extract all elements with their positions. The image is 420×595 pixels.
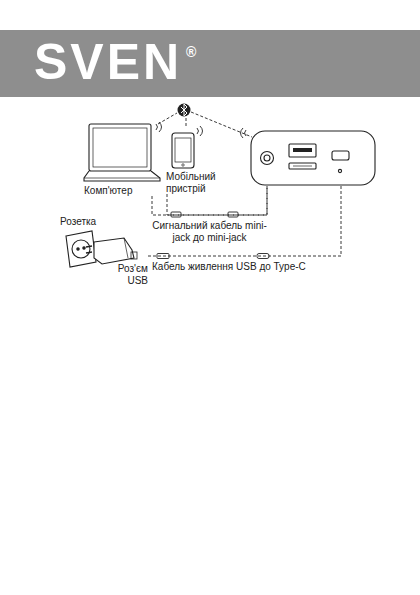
wireless-link bbox=[158, 112, 252, 137]
drawing-stroke bbox=[86, 252, 92, 253]
drawing-stroke bbox=[171, 212, 181, 217]
cable-label: Кабель живлення USB до Type-C bbox=[150, 261, 308, 273]
drawing-stroke bbox=[94, 238, 134, 264]
node-label: Розетка bbox=[60, 216, 104, 228]
drawing-stroke bbox=[264, 155, 270, 161]
usb-charger bbox=[86, 238, 137, 264]
drawing-stroke bbox=[178, 104, 191, 117]
drawing-stroke bbox=[175, 138, 191, 162]
drawing-stroke bbox=[72, 240, 90, 258]
drawing-stroke bbox=[156, 124, 158, 130]
drawing-stroke bbox=[89, 124, 151, 171]
drawing-stroke bbox=[289, 163, 316, 169]
drawing-stroke bbox=[84, 171, 160, 181]
drawing-stroke bbox=[191, 112, 252, 137]
computer-node: Комп'ютер bbox=[84, 122, 160, 196]
drawing-stroke bbox=[77, 248, 79, 250]
cable-line bbox=[148, 186, 341, 256]
wall-socket bbox=[66, 231, 96, 267]
drawing-stroke bbox=[186, 118, 187, 128]
node-label: Роз'єм USB bbox=[104, 263, 148, 286]
drawing-stroke bbox=[197, 128, 199, 134]
drawing-stroke bbox=[172, 133, 194, 168]
drawing-stroke bbox=[131, 252, 137, 259]
drawing-stroke bbox=[84, 178, 160, 179]
brand-logo: SVEN bbox=[34, 36, 182, 88]
radio-waves bbox=[156, 122, 246, 138]
drawing-stroke bbox=[159, 122, 162, 132]
drawing-stroke bbox=[245, 130, 247, 136]
phone-icon bbox=[172, 133, 194, 168]
drawing-stroke bbox=[93, 128, 147, 167]
speaker-device bbox=[251, 131, 375, 185]
drawing-stroke bbox=[83, 247, 85, 249]
drawing-stroke bbox=[200, 126, 203, 136]
registered-mark: ® bbox=[186, 44, 196, 60]
node-label: Мобільний пристрій bbox=[166, 171, 228, 194]
drawing-stroke bbox=[158, 113, 177, 124]
speaker-node bbox=[250, 130, 376, 186]
drawing-stroke bbox=[338, 169, 341, 172]
drawing-stroke bbox=[182, 164, 184, 166]
bluetooth-icon bbox=[178, 104, 191, 117]
cable-label: Сигнальний кабель mini-jack до mini-jack bbox=[148, 220, 272, 243]
charger-node: Роз'єм USB bbox=[104, 238, 148, 286]
laptop-icon bbox=[84, 124, 160, 181]
drawing-stroke bbox=[332, 151, 349, 160]
drawing-stroke bbox=[261, 152, 274, 165]
drawing-stroke bbox=[86, 246, 92, 247]
drawing-stroke bbox=[289, 144, 316, 157]
drawing-stroke bbox=[293, 166, 312, 167]
drawing-stroke bbox=[66, 231, 96, 267]
socket-node: Розетка bbox=[60, 216, 104, 270]
node-label: Комп'ютер bbox=[84, 185, 160, 197]
drawing-stroke bbox=[124, 238, 128, 258]
drawing-stroke bbox=[181, 104, 187, 116]
drawing-stroke bbox=[228, 212, 238, 217]
drawing-stroke bbox=[241, 128, 244, 138]
mobile-device-node: Мобільний пристрій bbox=[166, 128, 228, 194]
drawing-stroke bbox=[251, 131, 375, 185]
drawing-stroke bbox=[293, 148, 312, 152]
